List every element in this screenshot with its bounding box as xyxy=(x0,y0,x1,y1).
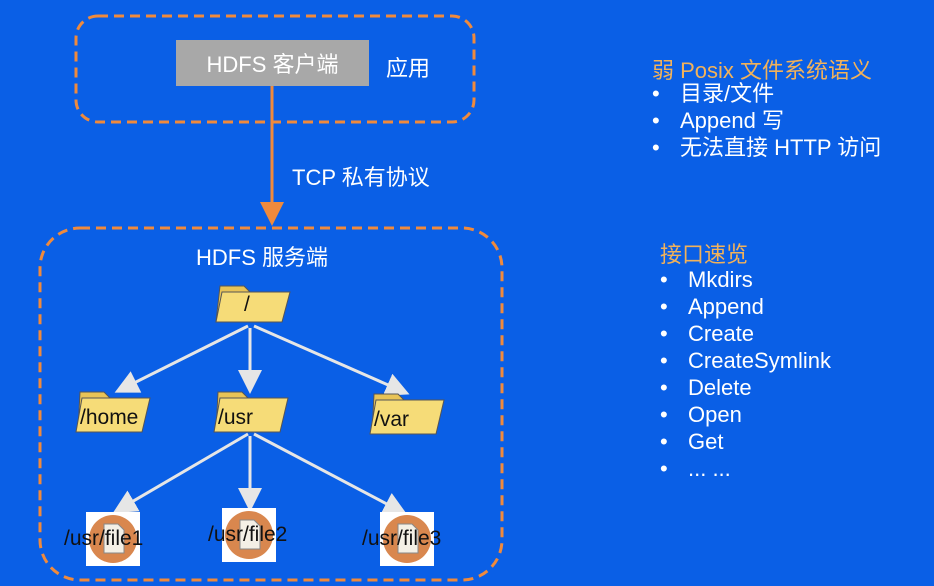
posix-item: 目录/文件 xyxy=(652,80,881,107)
api-item: Append xyxy=(660,293,831,320)
posix-item: 无法直接 HTTP 访问 xyxy=(652,134,881,161)
folder-var-icon xyxy=(369,393,445,435)
file1-icon xyxy=(86,512,140,566)
folder-home-icon xyxy=(75,391,151,433)
server-container xyxy=(38,226,504,582)
file3-icon xyxy=(380,512,434,566)
hdfs-client-box: HDFS 客户端 xyxy=(176,40,369,86)
protocol-label: TCP 私有协议 xyxy=(292,165,430,190)
api-item: Create xyxy=(660,320,831,347)
folder-root-label: / xyxy=(244,293,250,316)
edge-usr-file3 xyxy=(253,432,408,515)
api-heading: 接口速览 xyxy=(660,242,749,267)
edge-root-home xyxy=(114,324,249,393)
posix-list: 目录/文件 Append 写 无法直接 HTTP 访问 xyxy=(652,80,881,161)
posix-item: Append 写 xyxy=(652,107,881,134)
folder-var-label: /var xyxy=(374,408,410,431)
folder-usr-label: /usr xyxy=(218,406,254,429)
api-item: ... ... xyxy=(660,455,831,482)
posix-heading: 弱 Posix 文件系统语义 xyxy=(652,58,873,83)
api-item: Mkdirs xyxy=(660,266,831,293)
file2-label: /usr/file2 xyxy=(208,523,288,546)
api-item: Get xyxy=(660,428,831,455)
folder-home-label: /home xyxy=(80,406,139,429)
file1-label: /usr/file1 xyxy=(64,527,144,550)
folder-root-icon xyxy=(215,285,291,323)
file3-label: /usr/file3 xyxy=(362,527,442,550)
api-list: Mkdirs Append Create CreateSymlink Delet… xyxy=(660,266,831,482)
api-item: Open xyxy=(660,401,831,428)
client-container xyxy=(74,14,476,124)
api-item: CreateSymlink xyxy=(660,347,831,374)
edge-usr-file1 xyxy=(112,432,249,514)
edge-root-var xyxy=(253,324,410,396)
folder-usr-icon xyxy=(213,391,289,433)
hdfs-server-label: HDFS 服务端 xyxy=(196,245,329,270)
app-label: 应用 xyxy=(386,56,431,81)
api-item: Delete xyxy=(660,374,831,401)
file2-icon xyxy=(222,508,276,562)
